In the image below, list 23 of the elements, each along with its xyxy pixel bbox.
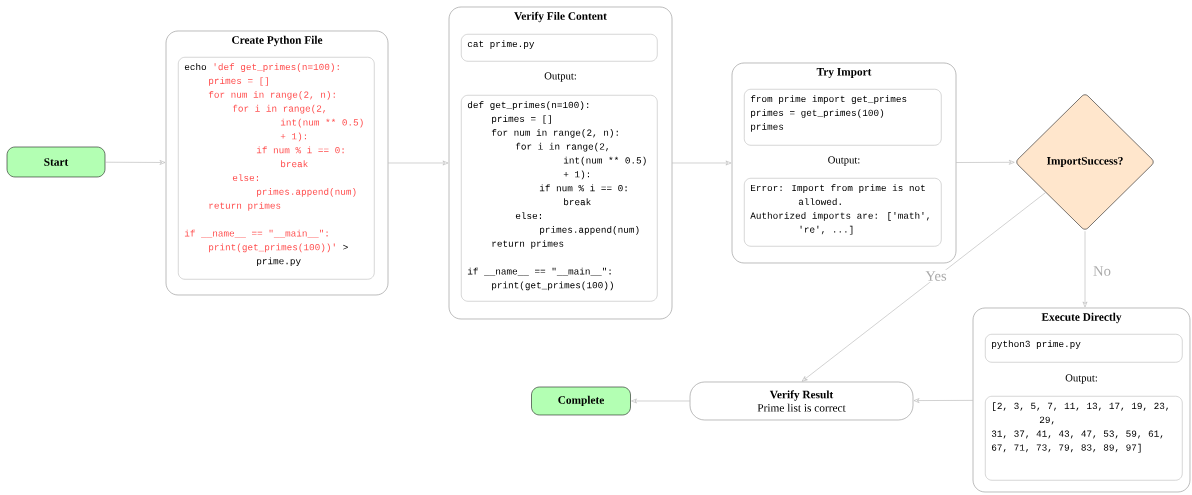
arrow [631,398,690,404]
code-box: echo 'def get_primes(n=100): primes = [] for num in range(2, n): for i in range(2, int(num ** 0.5) + 1): if num % i == 0: break else: primes.append(num) return primes if __name__ == "__main__": print(get_primes(100))' > prime.py [178,57,375,280]
output-label: Output: [828,156,860,166]
arrow [672,160,732,166]
output-label: Output: [1065,374,1097,384]
code-box: cat prime.py [461,34,658,62]
result-box: Verify Result Prime list is correct [689,381,914,421]
output-label: Output: [544,72,576,82]
arrow [913,398,973,403]
edge-label: No [1091,264,1113,278]
terminal-box: Complete [531,386,631,416]
code-box: [2, 3, 5, 7, 11, 13, 17, 19, 23, 29, 31, 37, 41, 43, 47, 53, 59, 61, 67, 71, 73, 79, 83, 89, 97] [985,396,1183,481]
arrow [1082,231,1088,308]
code-box: Error: Import from prime is not allowed. Authorized imports are: ['math', 're', ...] [744,178,942,247]
code-box: from prime import get_primes primes = get_primes(100) primes [744,89,942,146]
arrow [105,160,166,165]
arrow [388,160,449,166]
code-box: python3 prime.py [985,334,1183,363]
edge-label: Yes [924,269,948,283]
code-box: def get_primes(n=100): primes = [] for num in range(2, n): for i in range(2, int(num ** 0.5) + 1): if num % i == 0: break else: primes.append(num) return primes if __name__ == "__main__": print(get_primes(100)) [461,95,658,302]
terminal-box: Start [6,146,106,178]
arrow [956,160,1015,165]
arrow [801,192,1046,382]
